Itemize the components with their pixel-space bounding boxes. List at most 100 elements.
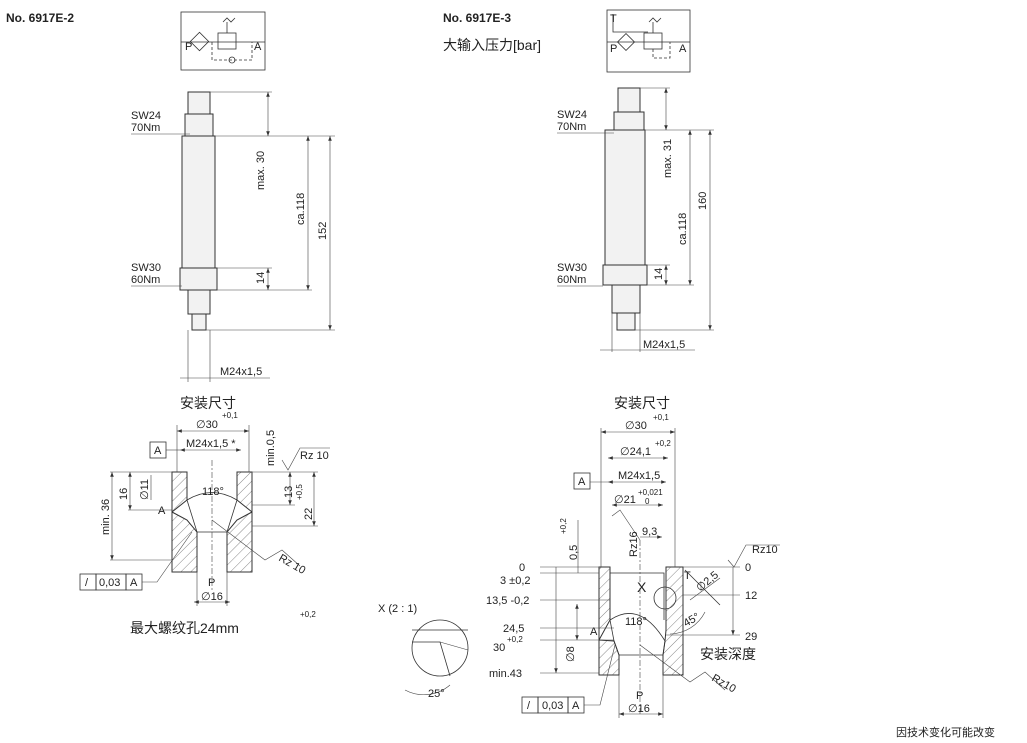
svg-text:0: 0 bbox=[745, 562, 751, 574]
right-install-heading: 安装尺寸 bbox=[614, 395, 670, 411]
svg-text:T: T bbox=[610, 13, 617, 25]
left-valve-view: No. 6917E-2 P A max. 30 ca.118 152 14 M2… bbox=[6, 11, 335, 636]
svg-text:∅11: ∅11 bbox=[139, 479, 151, 500]
svg-text:16: 16 bbox=[118, 488, 130, 500]
svg-text:30: 30 bbox=[493, 642, 505, 654]
svg-text:0,5: 0,5 bbox=[568, 545, 580, 560]
svg-text:∅21: ∅21 bbox=[614, 494, 636, 506]
svg-text:X (2 : 1): X (2 : 1) bbox=[378, 603, 417, 615]
svg-text:9,3: 9,3 bbox=[642, 526, 657, 538]
svg-text:A: A bbox=[679, 43, 687, 55]
svg-text:0: 0 bbox=[645, 497, 650, 506]
svg-text:∅30: ∅30 bbox=[196, 419, 218, 431]
svg-text:152: 152 bbox=[317, 222, 329, 240]
svg-text:+0,2: +0,2 bbox=[507, 635, 523, 644]
detail-x: X (2 : 1) 25° bbox=[378, 603, 469, 700]
svg-text:X: X bbox=[637, 579, 647, 595]
svg-text:/: / bbox=[527, 700, 531, 712]
svg-text:Rz 10: Rz 10 bbox=[300, 450, 329, 462]
svg-text:/: / bbox=[85, 577, 89, 589]
svg-text:13: 13 bbox=[283, 486, 295, 498]
svg-text:24,5: 24,5 bbox=[503, 623, 524, 635]
svg-text:14: 14 bbox=[255, 272, 267, 284]
svg-text:∅2,5: ∅2,5 bbox=[694, 569, 721, 594]
svg-text:A: A bbox=[158, 505, 166, 517]
left-title: No. 6917E-2 bbox=[6, 11, 74, 25]
svg-text:+0,2: +0,2 bbox=[655, 439, 671, 448]
svg-text:12: 12 bbox=[745, 590, 757, 602]
left-install-heading: 安装尺寸 bbox=[180, 395, 236, 411]
left-valve-body bbox=[179, 91, 218, 331]
svg-text:P: P bbox=[208, 577, 215, 589]
right-dimensions: max. 31 ca.118 160 14 M24x1,5 SW24 70Nm … bbox=[557, 87, 714, 352]
svg-text:A: A bbox=[590, 626, 598, 638]
right-tolerance-frame: / 0,03 A bbox=[521, 644, 616, 714]
right-schematic: T P A bbox=[606, 9, 691, 73]
left-tolerance-frame: / 0,03 A bbox=[79, 531, 193, 591]
svg-text:SW30: SW30 bbox=[557, 262, 587, 274]
svg-text:P: P bbox=[610, 43, 617, 55]
svg-text:+0,2: +0,2 bbox=[300, 610, 316, 619]
svg-text:13,5 -0,2: 13,5 -0,2 bbox=[486, 595, 529, 607]
svg-text:SW24: SW24 bbox=[131, 110, 161, 122]
svg-text:29: 29 bbox=[745, 631, 757, 643]
right-title: No. 6917E-3 bbox=[443, 11, 511, 25]
left-caption: 最大螺纹孔24mm bbox=[130, 620, 239, 636]
svg-text:∅30: ∅30 bbox=[625, 420, 647, 432]
svg-text:0,03: 0,03 bbox=[542, 700, 563, 712]
svg-text:P: P bbox=[636, 690, 643, 702]
svg-text:M24x1,5: M24x1,5 bbox=[220, 366, 262, 378]
right-install-section: 安装尺寸 X ∅30 +0,1 ∅24,1 +0,2 M24x1,5 A ∅21… bbox=[486, 395, 780, 718]
svg-text:SW24: SW24 bbox=[557, 109, 587, 121]
svg-text:max. 30: max. 30 bbox=[255, 151, 267, 190]
svg-text:70Nm: 70Nm bbox=[557, 121, 586, 133]
svg-text:0: 0 bbox=[519, 562, 525, 574]
svg-text:∅24,1: ∅24,1 bbox=[620, 446, 651, 458]
svg-text:min. 36: min. 36 bbox=[100, 499, 112, 535]
svg-text:M24x1,5: M24x1,5 bbox=[643, 339, 685, 351]
left-dimensions: max. 30 ca.118 152 14 M24x1,5 SW24 70Nm … bbox=[131, 91, 335, 382]
svg-text:SW30: SW30 bbox=[131, 262, 161, 274]
svg-text:+0,2: +0,2 bbox=[559, 518, 568, 534]
svg-text:14: 14 bbox=[653, 268, 665, 280]
svg-text:Rz10: Rz10 bbox=[752, 544, 778, 556]
footer-note: 因技术变化可能改变 bbox=[896, 725, 995, 739]
svg-text:A: A bbox=[254, 41, 262, 53]
svg-text:M24x1,5: M24x1,5 bbox=[618, 470, 660, 482]
left-schematic: P A bbox=[180, 11, 266, 71]
svg-text:25°: 25° bbox=[428, 688, 445, 700]
svg-text:A: A bbox=[578, 476, 586, 488]
svg-text:60Nm: 60Nm bbox=[557, 274, 586, 286]
svg-text:ca.118: ca.118 bbox=[295, 193, 307, 225]
right-subtitle: 大输入压力[bar] bbox=[443, 37, 541, 53]
svg-text:P: P bbox=[185, 41, 192, 53]
svg-text:A: A bbox=[130, 577, 138, 589]
svg-text:3 ±0,2: 3 ±0,2 bbox=[500, 575, 531, 587]
svg-text:+0,1: +0,1 bbox=[222, 411, 238, 420]
svg-text:Rz 10: Rz 10 bbox=[277, 552, 308, 577]
svg-text:45°: 45° bbox=[682, 611, 702, 630]
svg-text:Rz10: Rz10 bbox=[710, 672, 738, 695]
svg-text:ca.118: ca.118 bbox=[677, 213, 689, 245]
svg-text:Rz16: Rz16 bbox=[628, 531, 640, 557]
right-valve-body bbox=[602, 87, 648, 331]
svg-text:60Nm: 60Nm bbox=[131, 274, 160, 286]
svg-text:+0,021: +0,021 bbox=[638, 488, 663, 497]
svg-text:A: A bbox=[572, 700, 580, 712]
svg-text:118°: 118° bbox=[625, 616, 647, 628]
svg-text:安装深度: 安装深度 bbox=[700, 646, 756, 662]
svg-text:+0,1: +0,1 bbox=[653, 413, 669, 422]
svg-text:min.43: min.43 bbox=[489, 668, 522, 680]
svg-text:0,03: 0,03 bbox=[99, 577, 120, 589]
svg-text:M24x1,5 *: M24x1,5 * bbox=[186, 438, 236, 450]
svg-text:∅8: ∅8 bbox=[565, 646, 577, 662]
svg-text:118°: 118° bbox=[202, 486, 224, 498]
svg-text:min.0,5: min.0,5 bbox=[265, 430, 277, 466]
svg-text:∅16: ∅16 bbox=[201, 591, 223, 603]
svg-text:160: 160 bbox=[697, 192, 709, 210]
svg-text:A: A bbox=[154, 445, 162, 457]
left-install-section: 安装尺寸 ∅30 +0,1 M24x1,5 * A min.0,5 Rz 10 … bbox=[79, 395, 330, 636]
svg-text:T: T bbox=[684, 570, 691, 582]
svg-text:22: 22 bbox=[303, 508, 315, 520]
